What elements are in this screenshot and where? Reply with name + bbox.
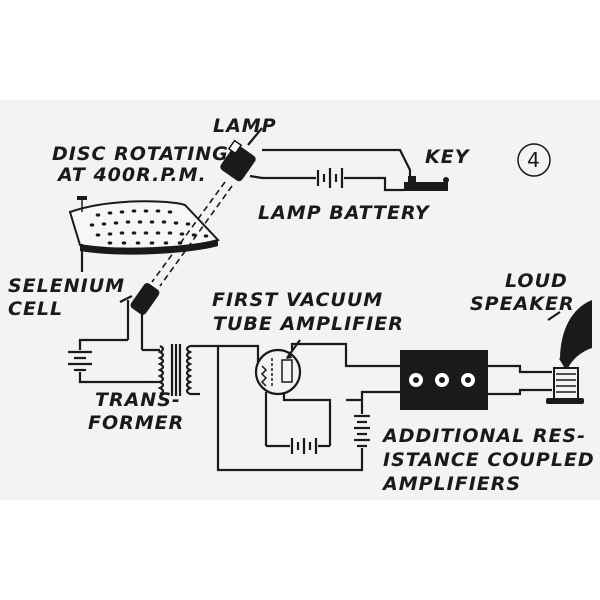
disc [68,196,220,272]
label-selenium: SELENIUM [8,275,125,297]
label-first-vacuum: FIRST VACUUM [212,289,383,311]
transformer-icon [142,344,193,396]
label-loud: LOUD [505,270,568,292]
label-additional-line2: ISTANCE COUPLED [383,449,595,471]
label-disc-line1: DISC ROTATING [52,143,229,165]
lamp-icon [220,127,263,182]
label-additional-line1: ADDITIONAL RES- [381,425,586,447]
secondary-circuit [190,344,350,472]
light-beam [151,181,233,287]
lamp-battery-icon [316,168,344,188]
label-key: KEY [425,146,471,168]
label-trans: TRANS- [95,389,181,411]
label-lamp-battery: LAMP BATTERY [258,202,431,224]
figure-number: 4 [517,143,551,177]
filament-battery-icon [266,438,330,454]
label-additional-line3: AMPLIFIERS [381,473,521,495]
loud-speaker-icon [546,300,592,404]
svg-text:4: 4 [527,148,541,172]
label-lamp: LAMP [213,115,277,137]
label-speaker: SPEAKER [470,293,575,315]
diagram-plate [0,100,600,500]
amplifier-box [400,350,552,410]
label-tube-amplifier: TUBE AMPLIFIER [213,313,404,335]
label-cell: CELL [8,298,63,320]
selenium-cell-icon [119,283,160,350]
label-former: FORMER [88,412,184,434]
left-battery-icon [68,338,150,384]
label-disc-line2: AT 400R.P.M. [56,164,207,186]
key-icon [404,176,449,191]
lamp-battery-circuit [262,148,412,192]
plate-battery-icon [346,390,400,472]
vacuum-tube-icon [254,339,400,446]
